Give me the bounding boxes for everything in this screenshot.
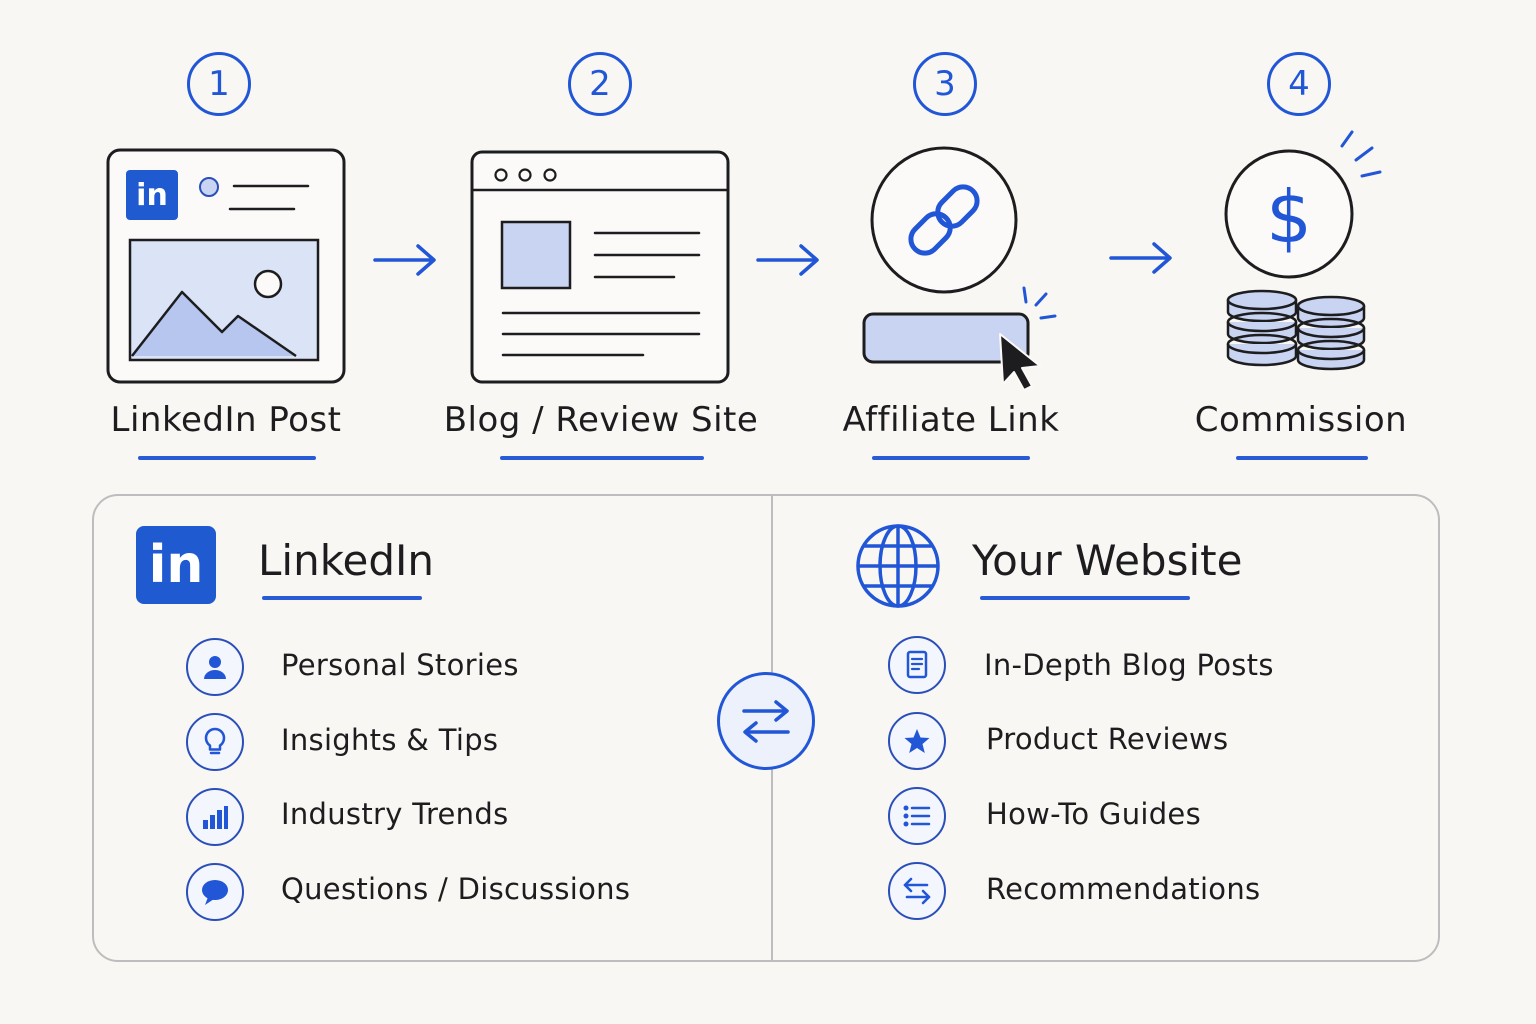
linkedin-item-personal-stories: Personal Stories — [281, 648, 519, 682]
affiliate-link-icon — [862, 146, 1057, 391]
linkedin-item-insights-tips: Insights & Tips — [281, 723, 499, 757]
commission-icon: $ — [1224, 130, 1382, 371]
step-2-underline — [500, 456, 704, 460]
chat-bubble-icon — [186, 863, 244, 921]
bar-chart-icon — [186, 788, 244, 846]
step-1-number: 1 — [187, 52, 251, 116]
step-3-label: Affiliate Link — [842, 400, 1060, 440]
step-4-label: Commission — [1194, 400, 1408, 440]
linkedin-item-questions-discussions: Questions / Discussions — [281, 872, 631, 906]
swap-arrows-icon — [742, 700, 790, 743]
website-item-in-depth-blog-posts: In-Depth Blog Posts — [984, 648, 1274, 682]
step-2-label: Blog / Review Site — [443, 400, 759, 440]
lightbulb-icon — [186, 713, 244, 771]
browser-window-icon — [470, 150, 730, 384]
star-icon — [888, 712, 946, 770]
step-3-underline — [872, 456, 1030, 460]
arrow-3-icon — [1109, 242, 1172, 274]
globe-icon — [854, 522, 942, 610]
comparison-panel — [92, 494, 1440, 962]
linkedin-column-title: LinkedIn — [258, 536, 435, 585]
linkedin-title-underline — [262, 596, 422, 600]
svg-text:$: $ — [1266, 175, 1312, 259]
website-title-underline — [980, 596, 1190, 600]
document-icon — [888, 636, 946, 694]
linkedin-post-icon — [106, 148, 346, 384]
list-icon — [888, 787, 946, 845]
linkedin-item-industry-trends: Industry Trends — [281, 797, 509, 831]
website-item-product-reviews: Product Reviews — [986, 722, 1229, 756]
step-1-underline — [138, 456, 316, 460]
arrow-1-icon — [373, 244, 436, 276]
arrow-2-icon — [756, 244, 819, 276]
step-2-number: 2 — [568, 52, 632, 116]
website-column-title: Your Website — [972, 536, 1243, 585]
swap-button[interactable] — [717, 672, 815, 770]
swap-icon — [888, 862, 946, 920]
step-1-label: LinkedIn Post — [110, 400, 342, 440]
step-4-number: 4 — [1267, 52, 1331, 116]
step-4-underline — [1236, 456, 1368, 460]
user-icon — [186, 638, 244, 696]
step-3-number: 3 — [913, 52, 977, 116]
post-linkedin-logo-text: in — [136, 177, 168, 213]
website-item-recommendations: Recommendations — [986, 872, 1261, 906]
linkedin-logo-icon: in — [136, 526, 216, 604]
website-item-how-to-guides: How-To Guides — [986, 797, 1201, 831]
